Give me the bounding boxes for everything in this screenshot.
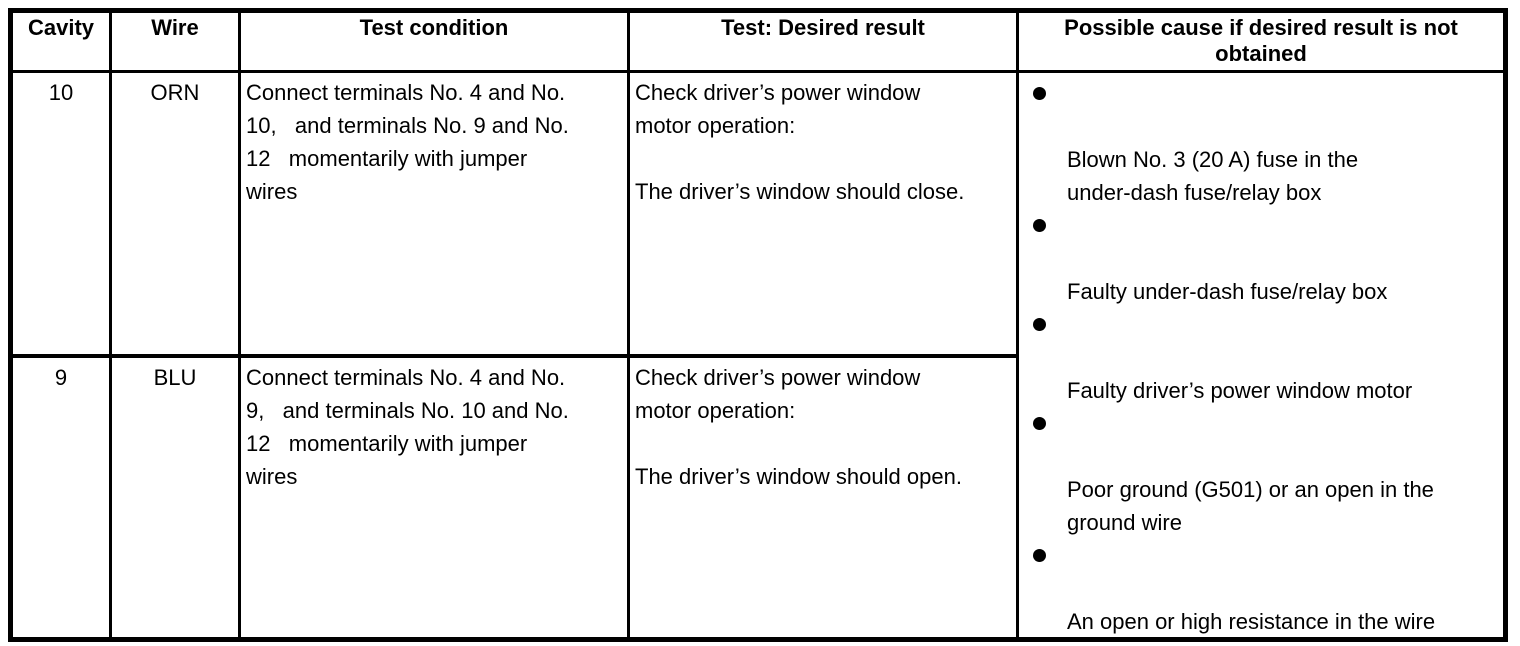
cause-text: Poor ground (G501) or an open in the gro… — [1067, 477, 1434, 535]
bullet-icon — [1019, 209, 1503, 242]
cause-text: Blown No. 3 (20 A) fuse in the under-das… — [1067, 147, 1359, 205]
list-item: Blown No. 3 (20 A) fuse in the under-das… — [1019, 77, 1503, 209]
header-possible-cause: Possible cause if desired result is not … — [1019, 13, 1503, 73]
bullet-icon — [1019, 308, 1503, 341]
table-row-1-wire: ORN — [112, 73, 241, 358]
list-item: An open or high resistance in the wire — [1019, 539, 1503, 637]
table-row-1-cavity: 10 — [13, 73, 112, 358]
cause-text: Faulty under-dash fuse/relay box — [1067, 279, 1388, 304]
troubleshooting-table: Cavity Wire Test condition Test: Desired… — [8, 8, 1508, 642]
table-row-2-test-condition: Connect terminals No. 4 and No. 9, and t… — [241, 358, 630, 637]
bullet-icon — [1019, 539, 1503, 572]
bullet-icon — [1019, 407, 1503, 440]
table-row-1-test-condition: Connect terminals No. 4 and No. 10, and … — [241, 73, 630, 358]
bullet-icon — [1019, 77, 1503, 110]
cause-text: Faulty driver’s power window motor — [1067, 378, 1413, 403]
list-item: Faulty driver’s power window motor — [1019, 308, 1503, 407]
list-item: Faulty under-dash fuse/relay box — [1019, 209, 1503, 308]
header-cavity: Cavity — [13, 13, 112, 73]
cause-text: An open or high resistance in the wire — [1067, 609, 1436, 634]
list-item: Poor ground (G501) or an open in the gro… — [1019, 407, 1503, 539]
table-row-2-desired-result: Check driver’s power window motor operat… — [630, 358, 1019, 637]
header-desired-result: Test: Desired result — [630, 13, 1019, 73]
table-row-1-desired-result: Check driver’s power window motor operat… — [630, 73, 1019, 358]
possible-cause-list: Blown No. 3 (20 A) fuse in the under-das… — [1019, 73, 1503, 637]
header-wire: Wire — [112, 13, 241, 73]
header-test-condition: Test condition — [241, 13, 630, 73]
table-row-2-cavity: 9 — [13, 358, 112, 637]
table-row-2-wire: BLU — [112, 358, 241, 637]
